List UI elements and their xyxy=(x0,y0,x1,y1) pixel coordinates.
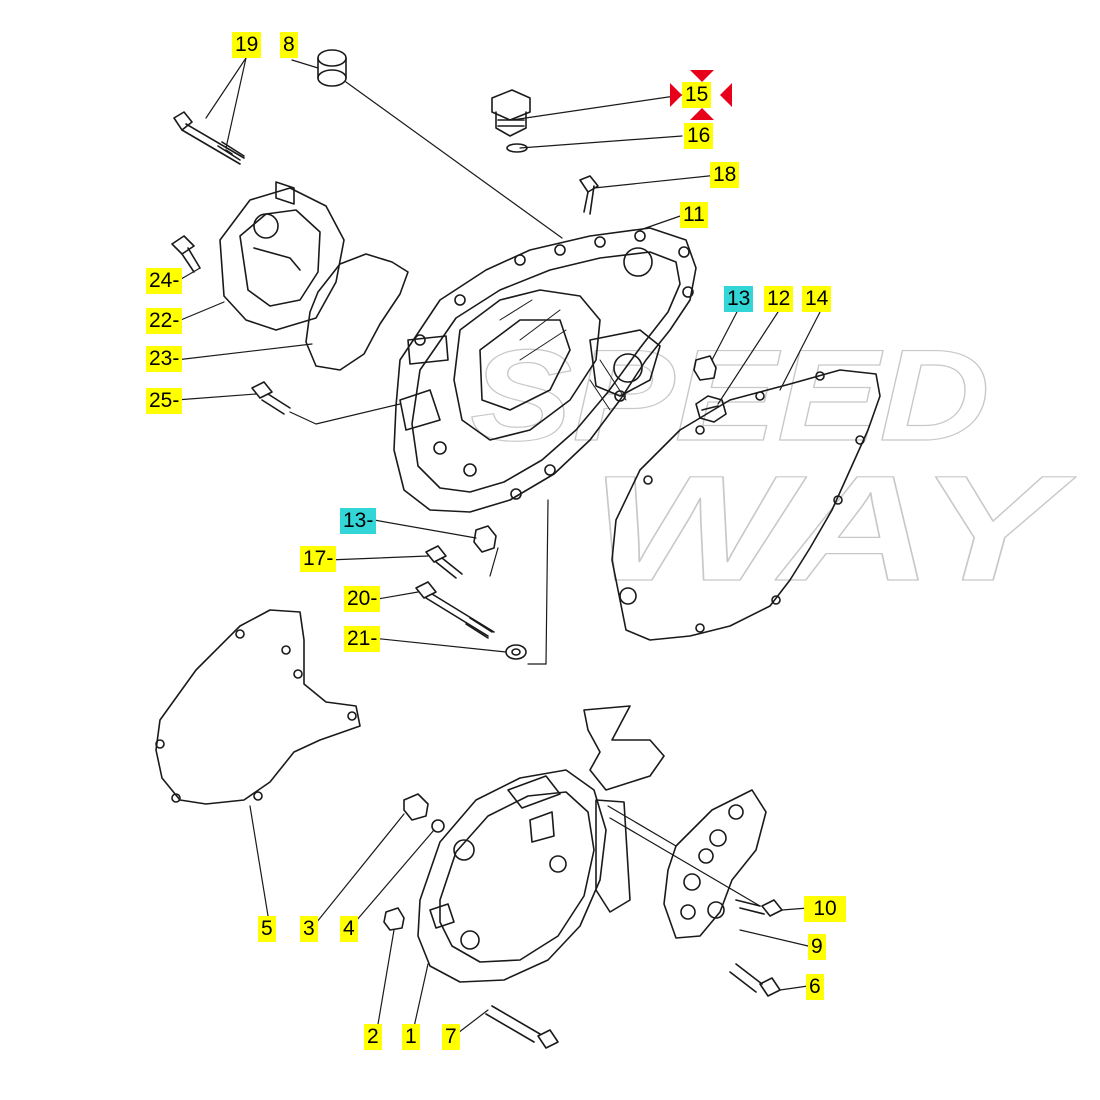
callout-24[interactable]: 24- xyxy=(146,268,183,294)
part-3-bolt xyxy=(403,793,429,821)
callout-25[interactable]: 25- xyxy=(146,388,183,414)
callout-13-upper[interactable]: 13 xyxy=(724,286,754,312)
callout-12[interactable]: 12 xyxy=(764,286,794,312)
part-6-bolt xyxy=(729,963,781,997)
callout-14[interactable]: 14 xyxy=(802,286,832,312)
part-2-dowel xyxy=(383,907,405,931)
callout-13-lower[interactable]: 13- xyxy=(340,508,377,534)
callout-6[interactable]: 6 xyxy=(806,974,824,1000)
part-25-bolt xyxy=(251,381,291,415)
callout-11[interactable]: 11 xyxy=(680,202,708,228)
callout-8[interactable]: 8 xyxy=(280,32,298,58)
part-5-gasket xyxy=(155,609,361,805)
part-21-washer xyxy=(505,644,527,660)
callout-9[interactable]: 9 xyxy=(808,934,826,960)
part-11-crankcase-cover xyxy=(393,227,697,513)
callout-4[interactable]: 4 xyxy=(340,916,358,942)
part-14-gasket xyxy=(611,369,881,641)
part-13-dowel-upper xyxy=(693,355,717,381)
part-13-dowel-lower xyxy=(473,525,497,553)
selection-marker-left xyxy=(670,83,682,107)
callout-21[interactable]: 21- xyxy=(344,626,381,652)
callout-15[interactable]: 15 xyxy=(682,82,712,108)
callout-16[interactable]: 16 xyxy=(684,123,714,149)
selection-marker-top xyxy=(690,70,714,82)
part-8-collar xyxy=(317,49,347,87)
part-14-gasket-holes xyxy=(619,371,865,633)
part-18-bolt xyxy=(579,175,599,215)
callout-17[interactable]: 17- xyxy=(300,546,337,572)
callout-10[interactable]: 10 xyxy=(804,896,846,922)
callout-20[interactable]: 20- xyxy=(344,586,381,612)
leader-lines xyxy=(175,57,821,1037)
part-7-bolt xyxy=(485,1005,559,1049)
part-23-gasket xyxy=(305,253,409,371)
callout-7[interactable]: 7 xyxy=(442,1024,460,1050)
callout-18[interactable]: 18 xyxy=(710,162,740,188)
selection-marker-right xyxy=(720,83,732,107)
callout-19[interactable]: 19 xyxy=(232,32,262,58)
callout-3[interactable]: 3 xyxy=(300,916,318,942)
part-24-bolt xyxy=(171,235,201,273)
part-1-bracket xyxy=(583,705,665,913)
callout-1[interactable]: 1 xyxy=(402,1024,420,1050)
callout-22[interactable]: 22- xyxy=(146,308,183,334)
callout-2[interactable]: 2 xyxy=(364,1024,382,1050)
part-22-pump-cover xyxy=(219,181,345,331)
watermark: SPEED WAY xyxy=(469,321,1077,612)
part-4-ball xyxy=(431,819,445,833)
part-15-filler-cap xyxy=(491,89,531,137)
part-9-plate xyxy=(663,789,767,939)
callout-23[interactable]: 23- xyxy=(146,346,183,372)
part-1-generator-cover xyxy=(417,769,607,983)
part-17-bolt xyxy=(425,545,463,579)
part-10-bolt xyxy=(735,899,783,917)
part-5-gasket-holes xyxy=(155,629,357,803)
watermark-line2: WAY xyxy=(590,444,1077,612)
watermark-line1: SPEED xyxy=(470,322,990,468)
selection-marker-bottom xyxy=(690,108,714,120)
part-20-bolt xyxy=(415,581,495,639)
part-19-long-bolt xyxy=(173,111,245,165)
callout-5[interactable]: 5 xyxy=(258,916,276,942)
